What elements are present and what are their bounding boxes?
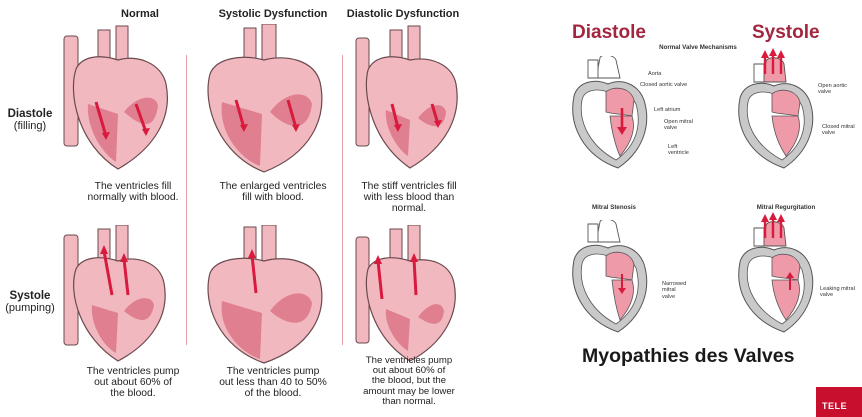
row-label-diastole: Diastole (filling) xyxy=(2,108,58,132)
bottom-title: Myopathies des Valves xyxy=(582,345,794,368)
title-diastole: Diastole xyxy=(572,22,646,44)
label-closed-aortic-valve: Closed aortic valve xyxy=(640,82,687,88)
row-label-systole-sub: (pumping) xyxy=(5,302,55,314)
label-narrowed-mitral-valve: Narrowed mitral valve xyxy=(662,281,686,300)
row-label-diastole-sub: (filling) xyxy=(14,120,46,132)
heart-illustration-systolic-dysfunction-diastole xyxy=(200,24,330,174)
label-closed-mitral-valve: Closed mitral valve xyxy=(822,124,855,137)
heart-illustration-diastolic-dysfunction-systole xyxy=(352,225,467,365)
row-label-systole: Systole (pumping) xyxy=(2,290,58,314)
caption-mitral-stenosis: Mitral Stenosis xyxy=(572,204,656,211)
heart-illustration-normal-systole xyxy=(58,225,178,365)
heart-illustration-systolic-dysfunction-systole xyxy=(200,225,330,365)
label-aorta: Aorta xyxy=(648,71,661,77)
valve-diagram-diastole xyxy=(566,56,650,172)
valve-diagram-mitral-stenosis xyxy=(566,220,650,336)
label-open-aortic-valve: Open aortic valve xyxy=(818,83,847,96)
row-label-systole-name: Systole xyxy=(2,290,58,302)
column-heading-diastolic-dysfunction: Diastolic Dysfunction xyxy=(318,8,488,20)
caption-diastolic-dysfunction-diastole: The stiff ventricles fill with less bloo… xyxy=(324,181,494,214)
title-systole: Systole xyxy=(752,22,820,44)
brand-logo: TELE xyxy=(816,387,862,417)
caption-normal-valve-mechanisms: Normal Valve Mechanisms xyxy=(638,44,758,51)
caption-diastolic-dysfunction-systole: The ventricles pump out about 60% of the… xyxy=(324,356,494,407)
label-left-ventricle: Left ventricle xyxy=(668,144,689,157)
heart-illustration-diastolic-dysfunction-diastole xyxy=(352,24,467,174)
up-arrows-systole xyxy=(758,48,788,76)
label-open-mitral-valve: Open mitral valve xyxy=(664,119,693,132)
row-label-diastole-name: Diastole xyxy=(2,108,58,120)
brand-logo-text: TELE xyxy=(822,401,847,411)
up-arrows-regurgitation xyxy=(758,212,788,240)
heart-illustration-normal-diastole xyxy=(58,24,178,174)
label-left-atrium: Left atrium xyxy=(654,107,680,113)
caption-mitral-regurgitation: Mitral Regurgitation xyxy=(736,204,836,211)
label-leaking-mitral-valve: Leaking mitral valve xyxy=(820,286,855,299)
